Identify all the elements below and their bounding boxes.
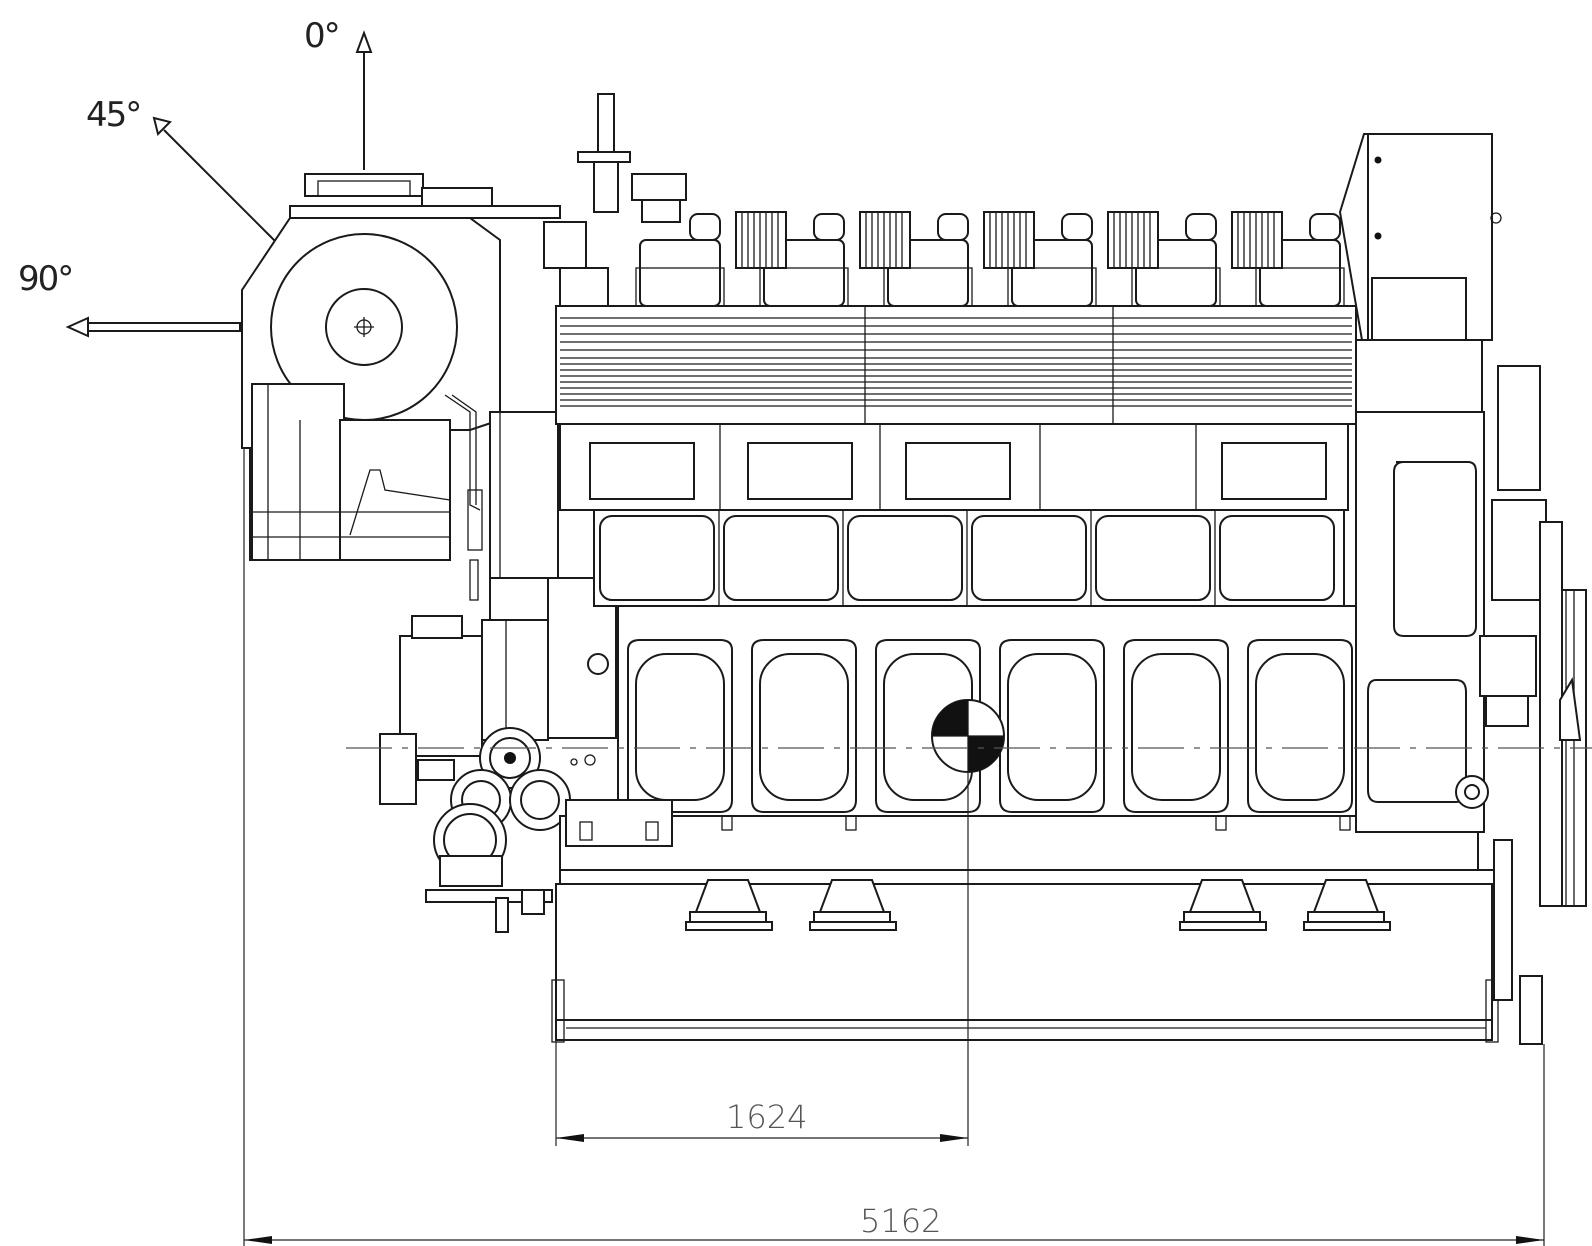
cylinder-heads bbox=[635, 211, 1345, 307]
vent-pipe bbox=[543, 93, 687, 307]
dimension-lines: 1624 5162 bbox=[243, 448, 1545, 1246]
arrow-90-deg bbox=[65, 316, 241, 338]
dimension-1624: 1624 bbox=[556, 1098, 968, 1142]
mounting-feet bbox=[685, 879, 1391, 931]
dimension-1624-label: 1624 bbox=[726, 1098, 807, 1136]
exhaust-direction-arrows: 0° 45° 90° bbox=[18, 16, 373, 338]
label-45-deg: 45° bbox=[86, 95, 140, 135]
arrow-45-deg bbox=[152, 116, 277, 243]
cooling-fins bbox=[560, 306, 1352, 424]
center-of-gravity-symbol bbox=[931, 699, 1005, 773]
dimension-5162-label: 5162 bbox=[860, 1202, 941, 1240]
label-0-deg: 0° bbox=[304, 16, 339, 56]
dimension-5162: 5162 bbox=[244, 1202, 1544, 1244]
turbocharger bbox=[241, 173, 561, 561]
flywheel-end bbox=[1338, 133, 1587, 1045]
pump-flanges bbox=[425, 727, 596, 933]
exhaust-bellows bbox=[735, 211, 1283, 269]
label-90-deg: 90° bbox=[18, 259, 72, 299]
arrow-0-deg bbox=[355, 30, 373, 170]
